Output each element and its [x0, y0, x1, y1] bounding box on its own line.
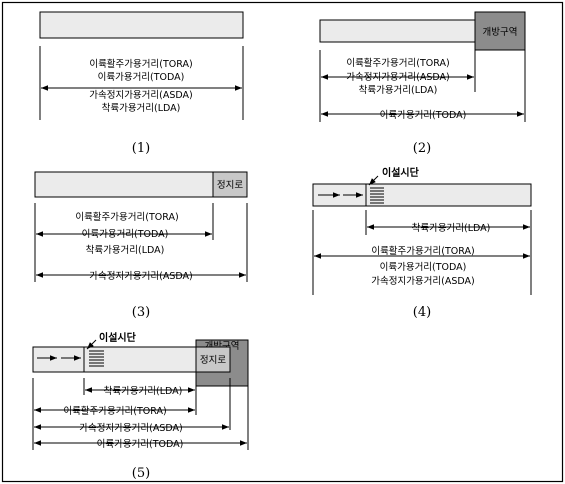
runway [312, 183, 532, 207]
lda-label: 착륙가용거리(LDA) [412, 223, 491, 234]
clearway-label: 개방구역 [483, 27, 518, 38]
tora-label: 이륙활주가용거리(TORA) [346, 57, 449, 69]
tora-label: 이륙활주가용거리(TORA) [89, 58, 192, 70]
runway [39, 11, 244, 39]
displaced-threshold-label: 이설시단 [382, 166, 420, 179]
toda-label: 이륙가용거리(TODA) [97, 439, 184, 450]
panel-5: 개방구역 정지로 이설시단 착륙가용거리(LDA) 이륙활주가용거리(TORA)… [32, 331, 249, 481]
tora-label: 이륙활주가용거리(TORA) [63, 405, 166, 417]
lda-label: 착륙가용거리(LDA) [102, 103, 181, 114]
panel-1: 이륙활주가용거리(TORA) 이륙가용거리(TODA) 가속정지가용거리(ASD… [39, 11, 244, 156]
threshold-pointer [368, 175, 379, 186]
stopway-label: 정지로 [217, 180, 243, 191]
runway [319, 19, 476, 43]
panel-4: 이설시단 착륙가용거리(LDA) 이륙활주가용거리(TORA) 이륙가용거리(T… [312, 166, 532, 320]
asda-label: 가속정지가용거리(ASDA) [79, 423, 183, 434]
threshold-markings [89, 350, 104, 367]
runway [34, 171, 214, 198]
asda-label: 가속정지가용거리(ASDA) [346, 72, 450, 83]
toda-label: 이륙가용거리(TODA) [82, 229, 169, 240]
panel-3: 정지로 이륙활주가용거리(TORA) 이륙가용거리(TODA) 착륙가용거리(L… [34, 171, 248, 320]
lda-label: 착륙가용거리(LDA) [104, 386, 183, 397]
panel-number: (2) [413, 141, 431, 156]
panel-2: 개방구역 이륙활주가용거리(TORA) 가속정지가용거리(ASDA) 착륙가용거… [319, 11, 526, 156]
tora-label: 이륙활주가용거리(TORA) [371, 245, 474, 257]
toda-label: 이륙가용거리(TODA) [98, 72, 185, 83]
asda-label: 가속정지가용거리(ASDA) [89, 271, 193, 282]
stopway [212, 171, 248, 198]
toda-label: 이륙가용거리(TODA) [380, 262, 467, 273]
panel-number: (4) [413, 305, 431, 320]
stopway-label: 정지로 [200, 355, 226, 366]
asda-label: 가속정지가용거리(ASDA) [89, 90, 193, 101]
threshold-markings [370, 187, 384, 204]
stopway [195, 346, 231, 373]
displaced-threshold-label: 이설시단 [99, 331, 137, 344]
asda-label: 가속정지가용거리(ASDA) [371, 276, 475, 287]
lda-label: 착륙가용거리(LDA) [86, 245, 165, 256]
tora-label: 이륙활주가용거리(TORA) [75, 211, 178, 223]
clearway [474, 11, 526, 51]
threshold-pointer [86, 339, 97, 350]
toda-label: 이륙가용거리(TODA) [380, 110, 467, 121]
lda-label: 착륙가용거리(LDA) [359, 85, 438, 96]
runway [32, 346, 197, 373]
panel-number: (3) [132, 305, 150, 320]
panel-number: (1) [132, 141, 150, 156]
panel-number: (5) [132, 466, 150, 481]
